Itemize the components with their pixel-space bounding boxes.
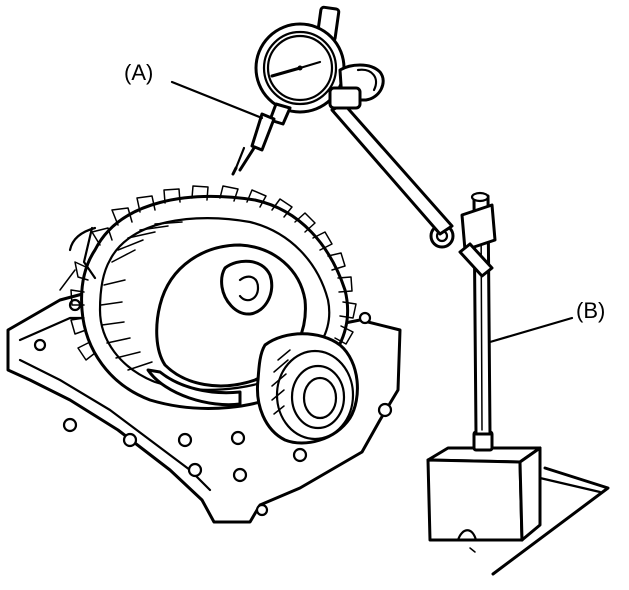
label-a: (A) [124,60,153,85]
differential-carrier [6,185,402,524]
label-b: (B) [576,298,605,323]
dial-gauge [231,5,385,176]
leader-lines [170,80,574,344]
leader-line-a [170,80,264,120]
dial-indicator-stand [330,102,610,576]
leader-line-b [488,316,574,344]
